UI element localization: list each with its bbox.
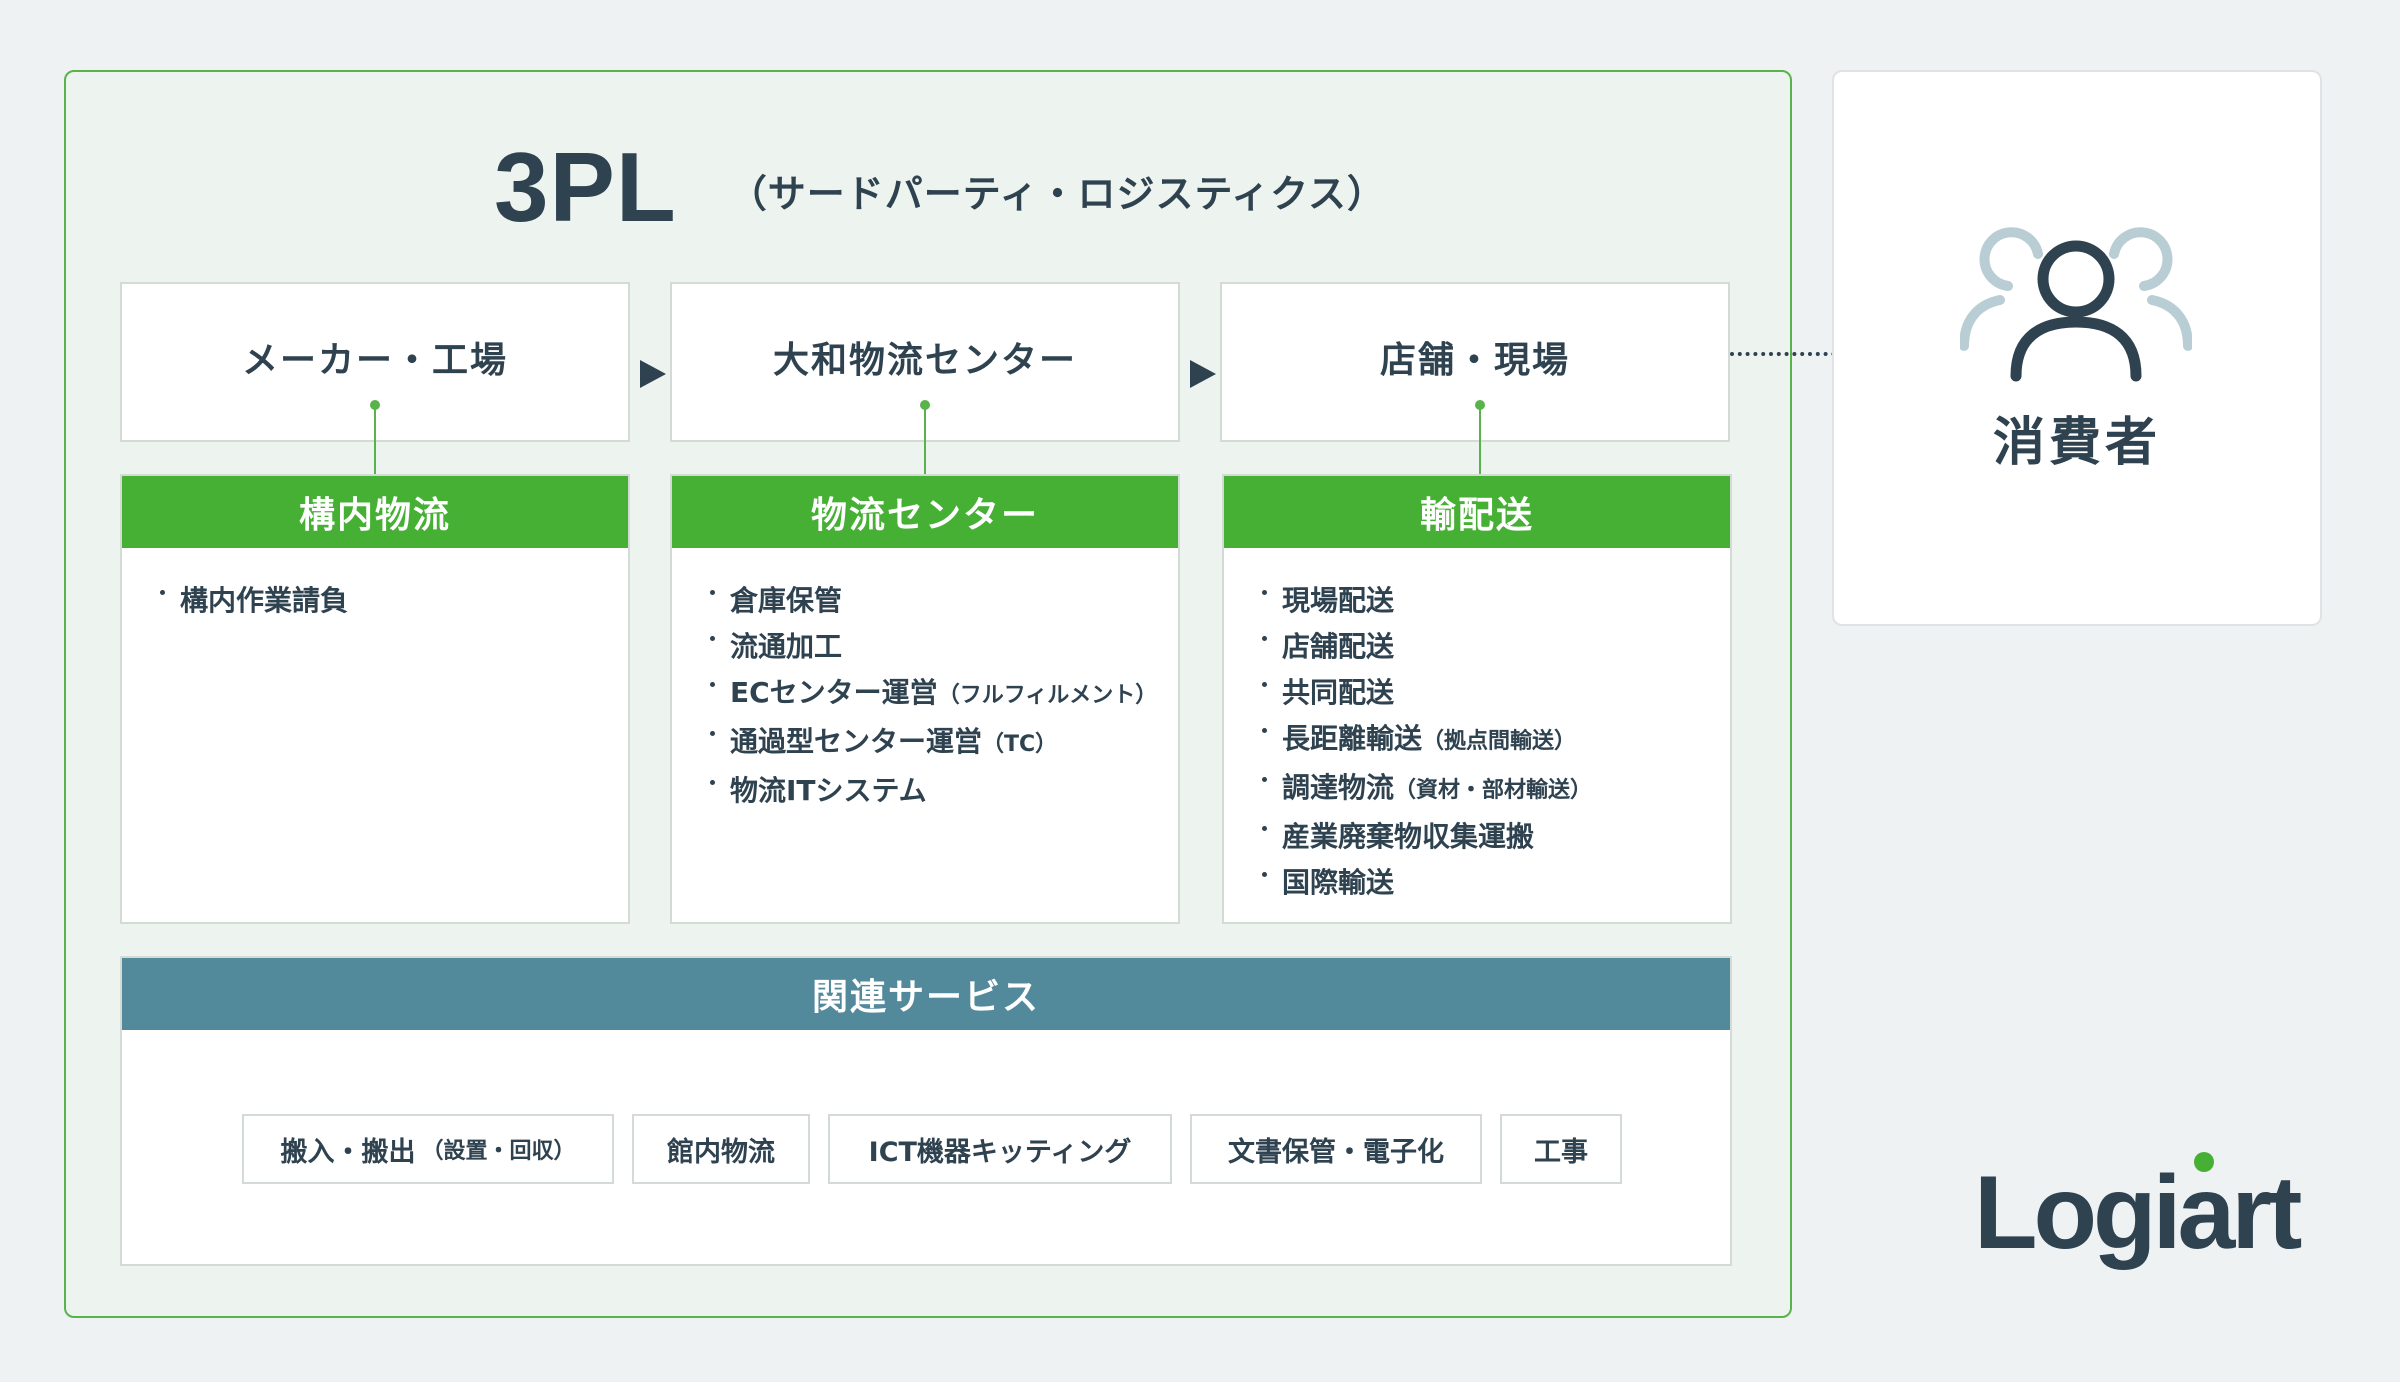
service-item-note: （資材・部材輸送） (1394, 778, 1593, 803)
title-main: 3PL (494, 132, 677, 242)
service-item: 共同配送 (1260, 670, 1730, 716)
service-item: 調達物流（資材・部材輸送） (1260, 765, 1730, 814)
service-item: 構内作業請負 (158, 578, 628, 624)
connector-line (374, 404, 376, 476)
service-item: 通過型センター運営（TC） (708, 719, 1178, 768)
chip-label: 工事 (1534, 1136, 1588, 1168)
chip-label: 文書保管・電子化 (1228, 1136, 1444, 1168)
service-item-note: （拠点間輸送） (1422, 729, 1577, 754)
related-service-chip: 文書保管・電子化 (1190, 1114, 1482, 1184)
diagram-title: 3PL （サードパーティ・ロジスティクス） (494, 138, 1386, 236)
service-card-logistics-center: 物流センター 倉庫保管 流通加工 ECセンター運営（フルフィルメント） 通過型セ… (670, 474, 1180, 924)
service-card-header: 物流センター (672, 476, 1178, 548)
service-item-list: 構内作業請負 (122, 548, 628, 624)
right-triangle-arrow-icon (640, 360, 666, 388)
service-item-label: 流通加工 (730, 630, 843, 663)
related-service-chip: 搬入・搬出（設置・回収） (242, 1114, 614, 1184)
logo-text: Logiart (1974, 1155, 2302, 1270)
related-service-chips: 搬入・搬出（設置・回収） 館内物流 ICT機器キッティング 文書保管・電子化 工… (242, 1114, 1622, 1184)
related-services-header: 関連サービス (122, 958, 1730, 1030)
service-item: 店舗配送 (1260, 624, 1730, 670)
service-item-label: 産業廃棄物収集運搬 (1282, 820, 1535, 853)
service-item-note: （TC） (982, 732, 1058, 757)
service-item: 現場配送 (1260, 578, 1730, 624)
connector-dot (370, 400, 380, 410)
service-card-header: 構内物流 (122, 476, 628, 548)
service-item: 国際輸送 (1260, 860, 1730, 906)
connector-line (1479, 404, 1481, 476)
dotted-arrow-line (1730, 352, 1898, 356)
service-item: ECセンター運営（フルフィルメント） (708, 670, 1178, 719)
service-card-transport: 輸配送 現場配送 店舗配送 共同配送 長距離輸送（拠点間輸送） 調達物流（資材・… (1222, 474, 1732, 924)
service-item: 長距離輸送（拠点間輸送） (1260, 716, 1730, 765)
service-item-list: 現場配送 店舗配送 共同配送 長距離輸送（拠点間輸送） 調達物流（資材・部材輸送… (1224, 548, 1730, 906)
connector-dot (1475, 400, 1485, 410)
entity-store-site: 店舗・現場 (1220, 282, 1730, 442)
connector-line (924, 404, 926, 476)
service-item: 流通加工 (708, 624, 1178, 670)
right-triangle-arrow-icon (1190, 360, 1216, 388)
chip-label: 搬入・搬出 (280, 1136, 416, 1168)
service-card-header: 輸配送 (1224, 476, 1730, 548)
service-item-label: 調達物流 (1282, 771, 1395, 804)
chip-note: （設置・回収） (421, 1139, 576, 1164)
service-item-list: 倉庫保管 流通加工 ECセンター運営（フルフィルメント） 通過型センター運営（T… (672, 548, 1178, 814)
service-item-note: （フルフィルメント） (937, 683, 1158, 708)
service-item-label: 店舗配送 (1282, 630, 1395, 663)
service-item-label: 国際輸送 (1282, 866, 1395, 899)
related-services-panel: 関連サービス 搬入・搬出（設置・回収） 館内物流 ICT機器キッティング 文書保… (120, 956, 1732, 1266)
consumer-label: 消費者 (1992, 413, 2161, 473)
service-item: 産業廃棄物収集運搬 (1260, 814, 1730, 860)
related-service-chip: 工事 (1500, 1114, 1622, 1184)
connector-dot (920, 400, 930, 410)
service-card-onsite-logistics: 構内物流 構内作業請負 (120, 474, 630, 924)
service-item-label: 通過型センター運営 (730, 725, 983, 758)
consumer-panel (1832, 70, 2322, 626)
logo-dot-icon (2194, 1152, 2214, 1172)
chip-label: ICT機器キッティング (868, 1136, 1132, 1168)
service-item: 倉庫保管 (708, 578, 1178, 624)
title-sub: （サードパーティ・ロジスティクス） (728, 172, 1387, 216)
service-item-label: ECセンター運営 (730, 676, 938, 709)
service-item-label: 物流ITシステム (730, 774, 927, 807)
related-service-chip: 館内物流 (632, 1114, 810, 1184)
service-item-label: 共同配送 (1282, 676, 1395, 709)
related-service-chip: ICT機器キッティング (828, 1114, 1172, 1184)
service-item-label: 長距離輸送 (1282, 722, 1423, 755)
people-group-icon (1960, 227, 2192, 382)
logiart-logo: Logiart (1974, 1152, 2306, 1270)
service-item-label: 倉庫保管 (730, 584, 843, 617)
service-item: 物流ITシステム (708, 768, 1178, 814)
service-item-label: 現場配送 (1282, 584, 1395, 617)
chip-label: 館内物流 (667, 1136, 775, 1168)
